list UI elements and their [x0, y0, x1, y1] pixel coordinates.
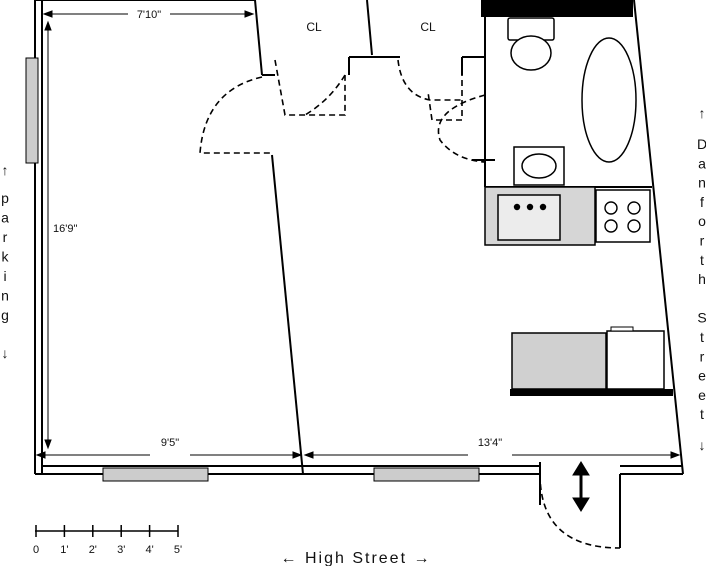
closet-label-right: CL — [420, 20, 436, 34]
window-bottom-left — [102, 467, 209, 482]
danforth-letter: S — [697, 310, 706, 326]
scale-tick-label: 0 — [33, 544, 39, 556]
danforth-letter: h — [698, 271, 706, 287]
window-left — [25, 57, 39, 164]
scale-ticks: 0 1' 2' 3' 4' 5' — [33, 525, 182, 556]
bathroom-sink — [513, 146, 565, 186]
danforth-letter: r — [700, 233, 705, 249]
kitchen-island-counter — [511, 332, 607, 390]
parking-arrow-down: ↓ — [2, 345, 9, 361]
entrance-door-jambs — [539, 462, 621, 548]
window-bottom-right — [373, 467, 480, 482]
dimension-bottom-left: 9'5" — [161, 437, 179, 449]
counter-base — [510, 389, 673, 396]
dim-bg — [52, 222, 88, 235]
danforth-arrow-up: ↑ — [699, 105, 706, 121]
danforth-letter: t — [700, 329, 704, 345]
parking-arrow-up: ↑ — [2, 162, 9, 178]
parking-letter: p — [1, 190, 9, 206]
danforth-arrow-down: ↓ — [699, 437, 706, 453]
danforth-letter: t — [700, 406, 704, 422]
scale-tick-label: 3' — [117, 544, 125, 556]
scale-tick-label: 5' — [174, 544, 182, 556]
refrigerator — [606, 330, 665, 390]
scale-tick-label: 1' — [60, 544, 68, 556]
parking-letter: g — [1, 307, 9, 323]
scale-tick-label: 4' — [145, 544, 153, 556]
parking-letter: i — [3, 268, 6, 284]
dim-bg — [468, 448, 512, 461]
refrigerator-top — [610, 326, 634, 332]
parking-letter: n — [1, 288, 9, 304]
kitchen-counter — [484, 186, 596, 246]
parking-letter: k — [2, 249, 10, 265]
danforth-letter: e — [698, 368, 706, 384]
danforth-letter: a — [698, 155, 706, 171]
dimension-left: 16'9" — [53, 223, 77, 235]
entrance-double-arrow-icon — [572, 461, 590, 512]
closet-label-left: CL — [306, 20, 322, 34]
toilet — [507, 17, 555, 71]
danforth-letter: r — [700, 348, 705, 364]
dimension-bottom-right: 13'4" — [478, 437, 502, 449]
top-wall-cap — [481, 0, 633, 17]
scale-tick-label: 2' — [89, 544, 97, 556]
danforth-letter: e — [698, 387, 706, 403]
dim-bg — [128, 8, 170, 20]
dimension-top: 7'10" — [137, 9, 161, 21]
stove — [595, 189, 651, 243]
parking-letter: a — [1, 210, 9, 226]
high-street-label: ← High Street → — [281, 550, 432, 566]
danforth-letter: t — [700, 252, 704, 268]
parking-letter: r — [3, 229, 8, 245]
danforth-letter: n — [698, 175, 706, 191]
dim-bg — [150, 448, 190, 461]
bathtub — [581, 37, 637, 163]
danforth-letter: f — [700, 194, 704, 210]
danforth-letter: D — [697, 136, 706, 152]
danforth-letter: o — [698, 213, 706, 229]
